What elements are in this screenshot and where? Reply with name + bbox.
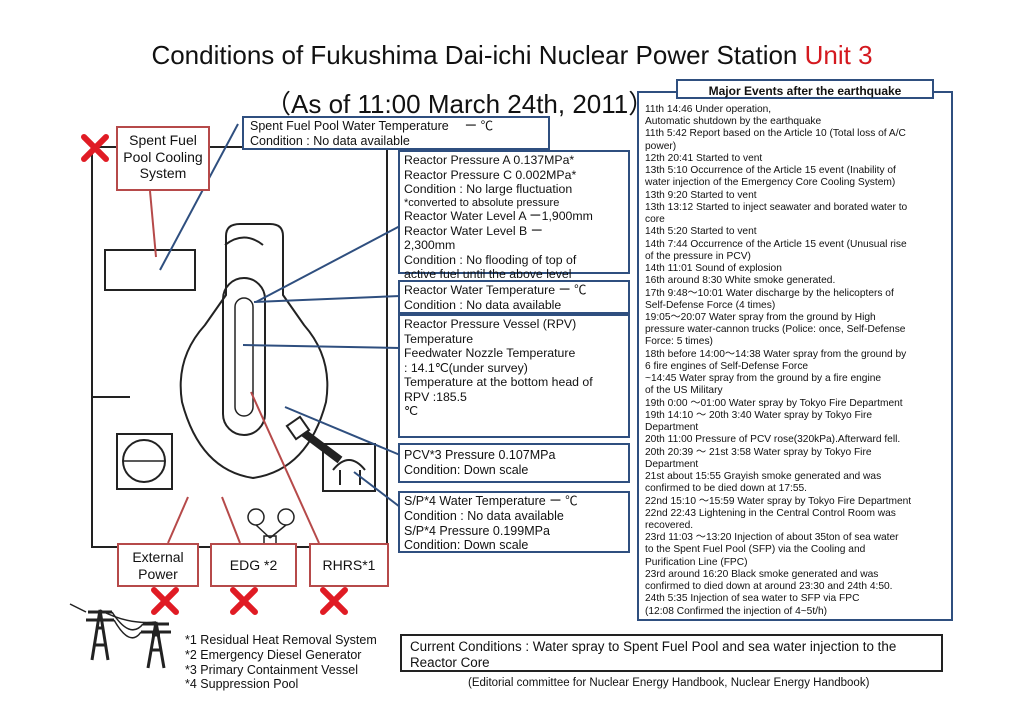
- event-line: 13th 5:10 Occurrence of the Article 15 e…: [645, 165, 896, 177]
- event-line: of the US Military: [645, 385, 723, 397]
- event-line: 23rd around 16:20 Black smoke generated …: [645, 568, 879, 580]
- major-events-box: 11th 14:46 Under operation, Automatic sh…: [637, 91, 953, 621]
- pump-icon: [116, 433, 173, 490]
- rpv-temperature-box: Reactor Pressure Vessel (RPV) Temperatur…: [398, 314, 630, 438]
- sfp-temperature-box: Spent Fuel Pool Water Temperature ー ℃ Co…: [242, 116, 550, 150]
- event-line: of the pressure in PCV): [645, 250, 751, 262]
- event-line: 19:05～20:07 Water spray from the ground …: [645, 311, 876, 323]
- event-line: confirmed to died down at around 23:30 a…: [645, 581, 893, 593]
- event-line: ~14:45 Water spray from the ground by a …: [645, 373, 882, 385]
- title-unit: Unit 3: [804, 40, 873, 70]
- current-conditions-box: Current Conditions : Water spray to Spen…: [400, 634, 943, 672]
- rhrs-label: RHRS*1: [309, 543, 389, 587]
- reactor-core: [234, 297, 254, 417]
- event-line: confirmed to be died down at 17:55.: [645, 483, 807, 495]
- event-line: 13th 9:20 Started to vent: [645, 189, 757, 201]
- event-line: (12:08 Confirmed the injection of 4~5t/h…: [645, 605, 828, 617]
- event-line: 21st about 15:55 Grayish smoke generated…: [645, 471, 882, 483]
- page-title: Conditions of Fukushima Dai-ichi Nuclear…: [0, 40, 1024, 71]
- event-line: Department: [645, 458, 699, 470]
- pump-icon-rhr: [322, 443, 376, 492]
- event-line: Purification Line (FPC): [645, 556, 748, 568]
- footnotes: *1 Residual Heat Removal System *2 Emerg…: [185, 633, 377, 692]
- event-line: 13th 13:12 Started to inject seawater an…: [645, 201, 908, 213]
- external-power-label: External Power: [117, 543, 199, 587]
- event-line: Self-Defense Force (4 times): [645, 299, 776, 311]
- reactor-pressure-vessel: [222, 277, 266, 436]
- event-line: 23rd 11:03 ～13:20 Injection of about 35t…: [645, 532, 899, 544]
- event-line: 11th 5:42 Report based on the Article 10…: [645, 128, 906, 140]
- event-line: 12th 20:41 Started to vent: [645, 152, 763, 164]
- event-line: 24th 5:35 Injection of sea water to SFP …: [645, 593, 860, 605]
- power-tower-icon: [69, 603, 171, 669]
- event-line: 18th before 14:00～14:38 Water spray from…: [645, 348, 907, 360]
- event-line: Department: [645, 422, 699, 434]
- event-line: 16th around 8:30 White smoke generated.: [645, 275, 836, 287]
- event-line: power): [645, 140, 677, 152]
- event-line: 17th 9:48～10:01 Water discharge by the h…: [645, 287, 894, 299]
- event-line: Automatic shutdown by the earthquake: [645, 116, 822, 128]
- event-line: 14th 11:01 Sound of explosion: [645, 263, 782, 275]
- event-line: pressure water-cannon trucks (Police: on…: [645, 324, 906, 336]
- event-line: 22nd 22:43 Lightening in the Central Con…: [645, 507, 896, 519]
- event-line: core: [645, 214, 665, 226]
- event-line: to the Spent Fuel Pool (SFP) via the Coo…: [645, 544, 866, 556]
- x-mark-icon: [81, 134, 348, 615]
- event-line: 19th 0:00 ～01:00 Water spray by Tokyo Fi…: [645, 397, 903, 409]
- event-line: 6 fire engines of Self-Defense Force: [645, 360, 809, 372]
- valve-icon: [285, 415, 311, 441]
- title-date: （As of 11:00 March 24th, 2011）: [265, 89, 655, 119]
- spent-fuel-cooling-label: Spent Fuel Pool Cooling System: [116, 126, 210, 191]
- edg-label: EDG *2: [210, 543, 297, 587]
- event-line: 14th 5:20 Started to vent: [645, 226, 757, 238]
- reactor-water-temperature-box: Reactor Water Temperature ー ℃ Condition …: [398, 280, 630, 314]
- event-line: water injection of the Emergency Core Co…: [645, 177, 896, 189]
- event-line: Force: 5 times): [645, 336, 713, 348]
- pcv-pressure-box: PCV*3 Pressure 0.107MPa Condition: Down …: [398, 443, 630, 483]
- event-line: 20th 11:00 Pressure of PCV rose(320kPa).…: [645, 434, 901, 446]
- source-citation: (Editorial committee for Nuclear Energy …: [468, 677, 870, 689]
- events-title: Major Events after the earthquake: [676, 79, 934, 99]
- pressure-gauge-icon: [247, 508, 295, 545]
- title-main: Conditions of Fukushima Dai-ichi Nuclear…: [151, 40, 805, 70]
- primary-containment-vessel: [179, 223, 329, 480]
- reactor-pressure-box: Reactor Pressure A 0.137MPa* Reactor Pre…: [398, 150, 630, 281]
- event-line: 22nd 15:10 ～15:59 Water spray by Tokyo F…: [645, 495, 912, 507]
- event-line: 11th 14:46 Under operation,: [645, 104, 772, 115]
- event-line: recovered.: [645, 519, 694, 531]
- event-line: 20th 20:39 ～ 21st 3:58 Water spray by To…: [645, 446, 872, 458]
- event-line: 19th 14:10 ～ 20th 3:40 Water spray by To…: [645, 409, 873, 421]
- suppression-pool-box: S/P*4 Water Temperature ー ℃ Condition : …: [398, 491, 630, 553]
- spent-fuel-pool: [104, 249, 196, 291]
- events-list: 11th 14:46 Under operation, Automatic sh…: [645, 104, 947, 618]
- event-line: 14th 7:44 Occurrence of the Article 15 e…: [645, 238, 907, 250]
